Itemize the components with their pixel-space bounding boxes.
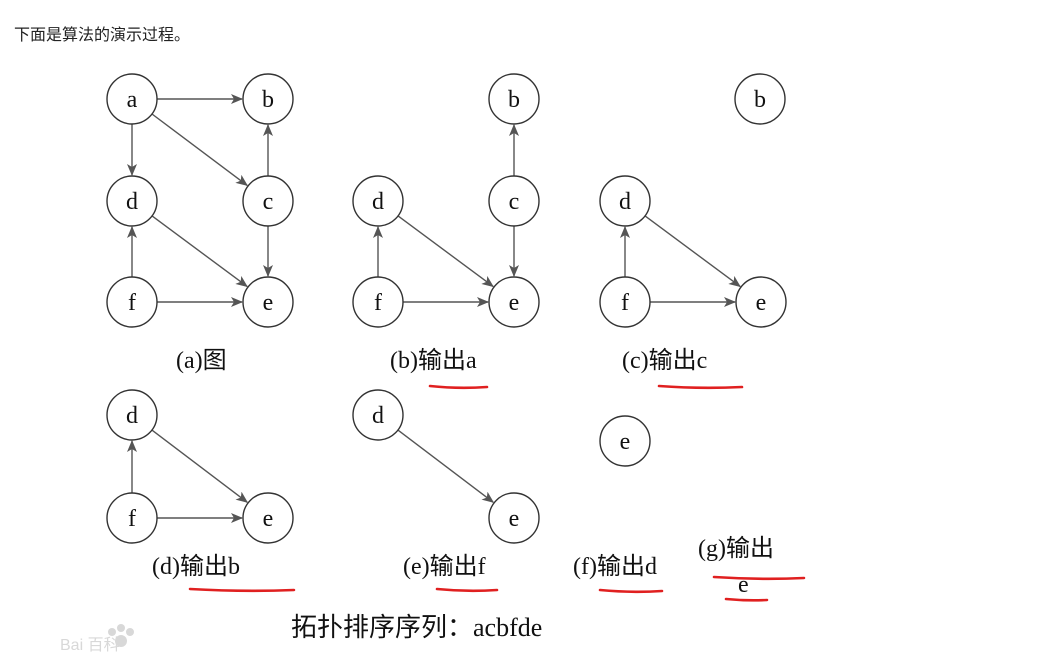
caption-c: (c)输出c [622,347,707,374]
node-b-e: e [488,276,540,328]
node-circle [106,276,158,328]
caption-e: (e)输出f [403,553,486,580]
node-c-f: f [599,276,651,328]
node-circle [106,175,158,227]
node-label: f [621,290,629,316]
edge-d-d-e [151,429,249,503]
node-circle [106,492,158,544]
node-d-d: d [106,389,158,441]
nodes-layer: a b d c f e b d c f e b d f e d f e d e e [106,73,787,544]
node-label: d [126,189,138,215]
node-a-b: b [242,73,294,125]
node-b-d: d [352,175,404,227]
red-underline-5 [598,588,664,594]
node-a-f: f [106,276,158,328]
node-circle [734,73,786,125]
edge-e-d-e [397,429,495,503]
caption-a: (a)图 [176,348,227,374]
node-e-d: d [352,389,404,441]
caption-g-line2: e [738,572,749,598]
node-label: b [262,87,274,113]
node-label: b [754,87,766,113]
node-circle [352,276,404,328]
node-b-f: f [352,276,404,328]
node-d-f: f [106,492,158,544]
node-label: c [509,189,520,215]
edge-a-a-c [151,113,248,186]
red-underline-6 [712,575,806,581]
node-circle [242,276,294,328]
node-circle [106,73,158,125]
red-underline-7 [724,597,769,602]
node-label: e [756,290,767,316]
watermark: Bai 百科 [60,624,134,652]
node-label: f [128,506,136,532]
caption-b: (b)输出a [390,347,477,374]
caption-f: (f)输出d [573,553,657,580]
node-c-e: e [735,276,787,328]
node-circle [599,276,651,328]
caption-d: (d)输出b [152,553,240,580]
node-label: e [509,290,520,316]
node-d-e: e [242,492,294,544]
node-label: d [126,403,138,429]
node-f-e: e [599,415,651,467]
node-label: f [374,290,382,316]
node-label: c [263,189,274,215]
node-c-b: b [734,73,786,125]
node-label: e [263,506,274,532]
node-a-d: d [106,175,158,227]
edge-c-d-e [644,215,741,288]
result-text: 拓扑排序序列：acbfde [291,613,542,642]
caption-g: (g)输出 [698,535,774,562]
node-circle [106,389,158,441]
red-underline-3 [188,587,296,593]
node-a-e: e [242,276,294,328]
node-label: e [263,290,274,316]
node-circle [242,73,294,125]
red-underline-2 [657,384,744,390]
node-c-d: d [599,175,651,227]
node-circle [488,276,540,328]
edges-layer [127,94,741,523]
node-label: b [508,87,520,113]
node-a-a: a [106,73,158,125]
node-label: d [372,403,384,429]
node-label: e [509,506,520,532]
node-circle [599,415,651,467]
edge-b-d-e [397,215,494,288]
node-circle [488,175,540,227]
node-b-c: c [488,175,540,227]
node-circle [488,492,540,544]
watermark-text: Bai 百科 [60,636,120,652]
red-underline-4 [435,587,499,593]
node-circle [352,175,404,227]
node-circle [735,276,787,328]
node-label: d [619,189,631,215]
node-circle [242,175,294,227]
node-a-c: c [242,175,294,227]
node-circle [488,73,540,125]
node-circle [352,389,404,441]
node-b-b: b [488,73,540,125]
node-circle [599,175,651,227]
node-label: f [128,290,136,316]
underlines-layer [188,384,806,602]
edge-a-d-e [151,215,248,288]
red-underline-1 [428,384,489,390]
captions-layer: (a)图 (b)输出a (c)输出c (d)输出b (e)输出f (f)输出d (g)输出 e [152,347,774,598]
node-e-e: e [488,492,540,544]
node-label: a [127,87,138,113]
node-label: e [620,429,631,455]
node-label: d [372,189,384,215]
intro-text: 下面是算法的演示过程。 [14,25,191,44]
node-circle [242,492,294,544]
